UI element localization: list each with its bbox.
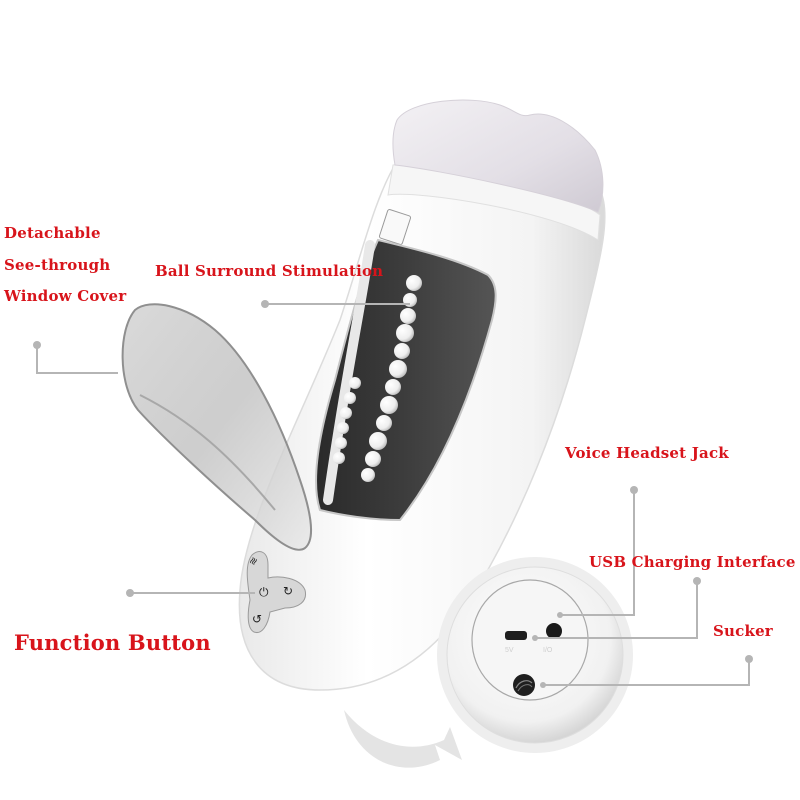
label-function-button: Function Button: [14, 630, 211, 655]
stimulation-beads: [333, 275, 422, 482]
rotate-cw-icon: ↻: [283, 584, 294, 598]
leader-dots: [33, 300, 753, 688]
label-usb: USB Charging Interface: [589, 553, 796, 571]
window-cover-illustration: [121, 303, 312, 551]
latch-tab: [378, 209, 412, 245]
svg-text:I/O: I/O: [543, 647, 553, 654]
svg-text:5V: 5V: [505, 647, 514, 654]
leader-lines: [36, 303, 750, 686]
base-disc: 5V I/O: [437, 557, 633, 753]
label-window-cover-line1: Detachable: [4, 224, 101, 242]
rotate-view-arrow: [344, 710, 462, 768]
label-window-cover-line3: Window Cover: [4, 287, 127, 305]
function-button-panel: [246, 551, 307, 634]
label-sucker: Sucker: [713, 622, 773, 640]
sucker-illustration: [513, 674, 535, 696]
label-window-cover-line2: See-through: [4, 256, 111, 274]
label-ball-surround: Ball Surround Stimulation: [155, 262, 384, 280]
rotate-ccw-icon: ↺: [252, 612, 263, 626]
label-voice-jack: Voice Headset Jack: [565, 444, 729, 462]
power-icon: ⏻: [259, 585, 269, 599]
sleeve-cap: [392, 99, 604, 213]
voice-jack-illustration: [546, 623, 562, 639]
usb-port-illustration: [505, 631, 527, 640]
